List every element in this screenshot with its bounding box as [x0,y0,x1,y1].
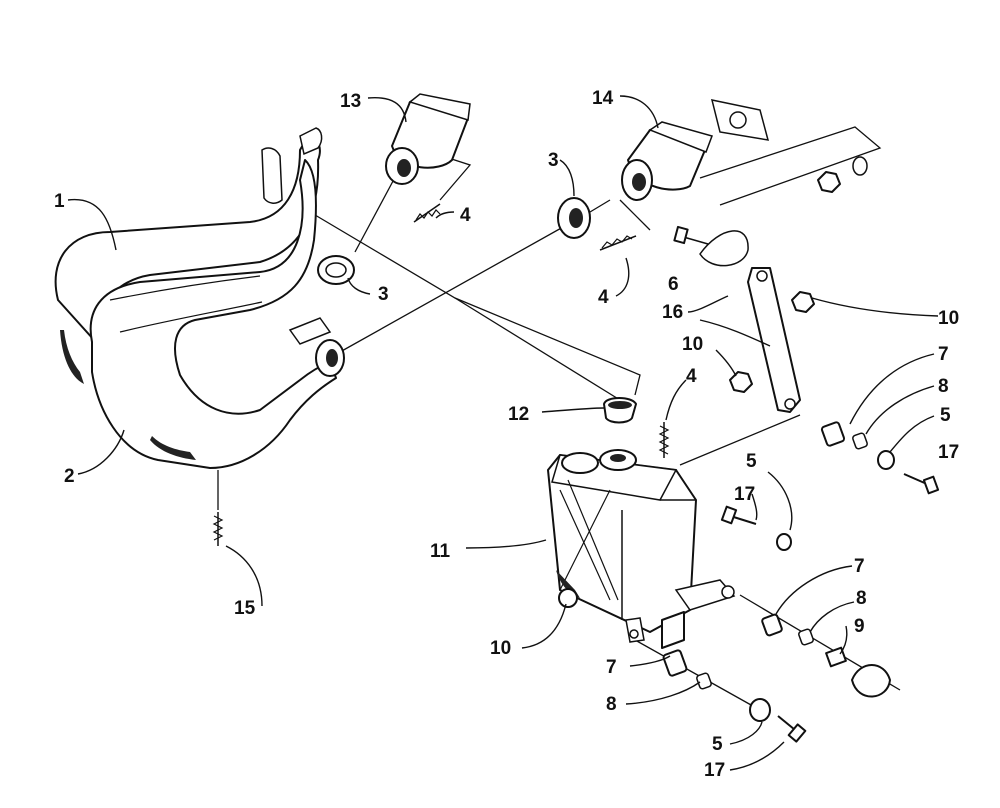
callout-9: 9 [854,616,865,637]
spring-top [413,203,441,223]
grommet [603,397,637,424]
callout-11: 11 [430,541,451,562]
callout-17-bottom: 17 [704,760,725,781]
callout-2: 2 [64,466,75,487]
callout-5-bottom: 5 [712,734,723,755]
expansion-chamber-pipe [54,127,345,469]
callout-5-middle: 5 [746,451,757,472]
manifold-left [385,93,471,185]
bracket [699,230,801,413]
gasket-right [557,197,591,239]
callout-13: 13 [340,91,361,112]
callout-12: 12 [508,404,529,425]
manifold-right [621,99,770,201]
bolt-6 [673,225,709,245]
callout-4-tank-spring: 4 [686,366,697,387]
callout-4-top-spring: 4 [460,205,471,226]
nuts [558,156,868,608]
callout-10-bracket: 10 [682,334,703,355]
callout-10-bottom: 10 [490,638,511,659]
callout-7-bottom: 7 [606,657,617,678]
callout-17-middle: 17 [734,484,755,505]
callout-1: 1 [54,191,65,212]
callout-15: 15 [234,598,256,619]
callout-3-right-gasket: 3 [548,150,559,171]
callout-10-right: 10 [938,308,959,329]
callout-8-right: 8 [938,376,949,397]
callout-8-bottom: 8 [606,694,617,715]
callout-3-left-gasket: 3 [378,284,389,305]
spring-bottom [212,512,224,546]
callout-5-right: 5 [940,405,951,426]
muffler [547,449,736,649]
spacers-and-washers [662,421,940,743]
leader-lines [67,95,939,771]
callout-4-middle-spring: 4 [598,287,609,308]
callout-14: 14 [592,88,614,109]
callout-7-middle: 7 [854,556,865,577]
gasket-left [317,255,355,285]
spring-tank [658,422,670,458]
callout-16: 16 [662,302,683,323]
callout-labels: 1 2 3 3 4 4 4 5 5 5 6 7 7 7 8 8 8 9 10 1… [54,88,959,781]
callout-17-right: 17 [938,442,959,463]
callout-6: 6 [668,274,679,295]
callout-8-middle: 8 [856,588,867,609]
callout-7-right: 7 [938,344,949,365]
spring-middle [599,235,637,251]
